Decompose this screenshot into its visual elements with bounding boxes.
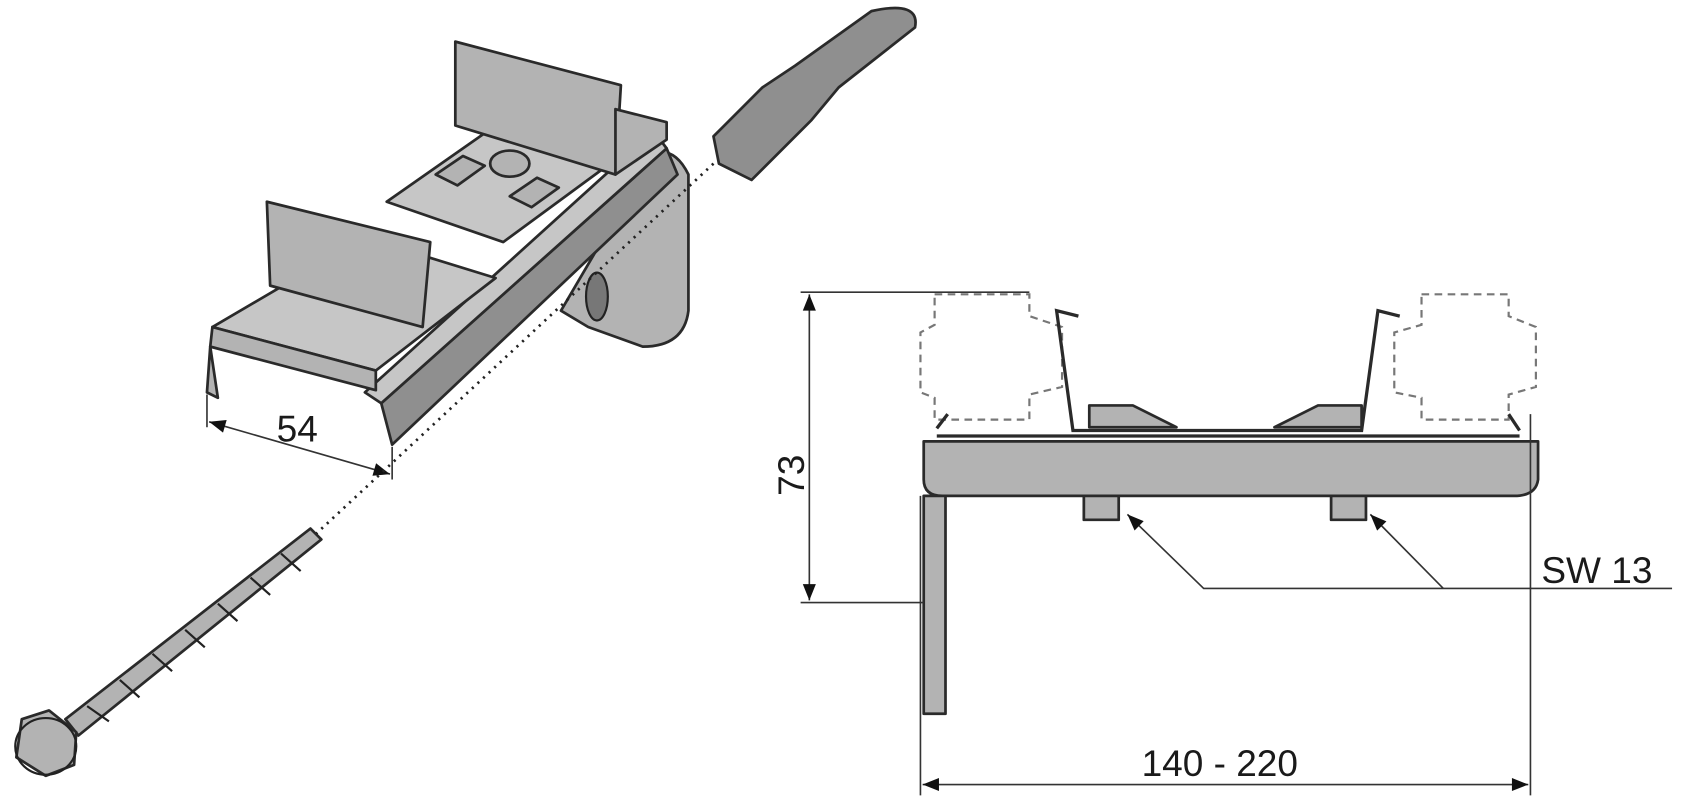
left-clamp-nut (1087, 404, 1178, 429)
wall-dowel (712, 6, 917, 182)
clamp-base-line (936, 413, 1521, 438)
lower-flange (265, 200, 432, 329)
sw13-label: SW 13 (1541, 549, 1652, 591)
screw-washer (14, 716, 78, 776)
rail-clamp-profile (935, 308, 1401, 433)
dim-54-label: 54 (277, 407, 318, 449)
lower-clamp-edge (205, 345, 220, 400)
right-bolt-nut (1329, 494, 1368, 522)
dim-54-line (208, 420, 391, 476)
side-view: SW 13 73 140 - 220 (770, 291, 1673, 796)
dim-span-label: 140 - 220 (1142, 742, 1298, 784)
isometric-bracket-view: 54 (14, 6, 917, 778)
screw-thread (86, 552, 302, 723)
bracket-arm-top (363, 129, 669, 405)
left-bolt-nut (1082, 494, 1121, 522)
screw-shank (63, 527, 323, 737)
wall-leg (922, 494, 947, 716)
sw13-leader-right (1369, 513, 1444, 590)
wall-plate-slot (584, 271, 609, 322)
upper-flange-side (614, 107, 669, 176)
bracket-arm (922, 440, 1540, 498)
lower-clamp-front-lip (208, 325, 378, 392)
sw13-leader-left (1126, 513, 1673, 590)
plate-slot-right (508, 176, 561, 209)
plate-slot-left (434, 154, 487, 187)
right-clamp-nut (1273, 404, 1363, 429)
hex-nut (488, 149, 531, 179)
dim-73-label: 73 (770, 455, 812, 496)
rail-outline-left (919, 293, 1064, 421)
rail-outline-right (1393, 293, 1537, 421)
